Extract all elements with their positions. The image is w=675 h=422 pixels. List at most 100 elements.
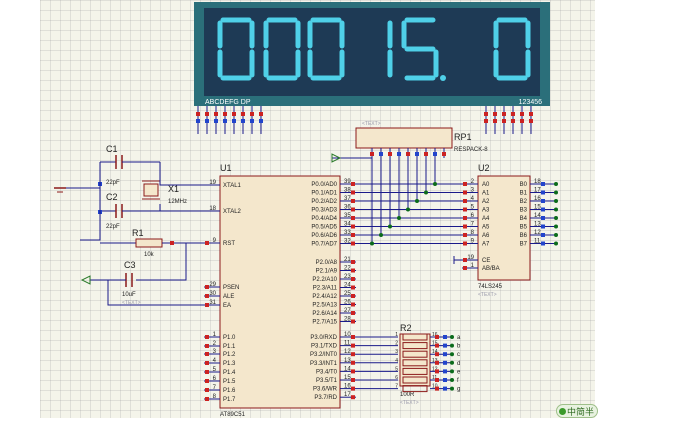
u2-pin-state: [463, 207, 467, 212]
u1-pin-state: [351, 311, 355, 315]
display-pin-state: [223, 112, 227, 116]
r2-resistor: [402, 359, 428, 367]
r2-net-label: a: [457, 335, 461, 341]
u2-pin-name: B3: [520, 208, 528, 214]
display-pin-state: [250, 112, 254, 116]
xtal1-wire: [159, 174, 204, 186]
u1-pin-number: 9: [213, 238, 217, 244]
u1-pin-state: [205, 361, 209, 365]
r2-net-label: f: [457, 378, 459, 384]
u1-pin-name: P1.6: [223, 388, 236, 394]
net-junction: [450, 352, 454, 357]
u1-pin-state: [351, 395, 355, 400]
u1-pin-number: 30: [209, 291, 216, 297]
r2-pin-state: [435, 369, 439, 374]
u2-pin-number: 18: [534, 179, 541, 185]
r2-pin-state: [443, 378, 447, 382]
u1-pin-name: P2.5/A13: [312, 303, 337, 309]
u1-body[interactable]: [219, 175, 341, 409]
r1-body[interactable]: [135, 238, 163, 248]
display-pin-state: [205, 119, 209, 123]
u1-pin-number: 39: [344, 179, 351, 185]
u1-pin-name: P1.2: [223, 352, 236, 358]
net-junction: [450, 343, 454, 348]
u2-pin-state: [541, 216, 545, 220]
net-junction: [554, 207, 558, 212]
u2-pin-state: [541, 199, 545, 203]
r2-ref: R2: [400, 323, 412, 333]
r2-pin-number: 14: [432, 349, 438, 355]
u1-pin-state: [351, 207, 355, 212]
u2-pin-name: B7: [520, 242, 528, 248]
u1-pin-number: 21: [344, 257, 351, 263]
u1-pin-number: 7: [213, 385, 217, 391]
net-junction: [379, 233, 383, 237]
r2-pin-state: [443, 335, 447, 339]
u1-pin-name: ALE: [223, 294, 234, 300]
c1-ref: C1: [106, 144, 118, 154]
leaf-icon: [559, 408, 566, 415]
c2-value: 22pF: [106, 224, 120, 230]
u1-pin-state: [351, 369, 355, 374]
u2-pin-state: [463, 182, 467, 186]
u2-pin-state: [541, 241, 545, 246]
u2-pin-name: CE: [482, 258, 490, 264]
u1-pin-number: 4: [213, 358, 217, 364]
u1-pin-state: [205, 388, 209, 392]
u1-pin-state: [351, 277, 355, 281]
u2-pin-number: 6: [471, 213, 475, 219]
u1-pin-name: P2.1/A9: [316, 269, 338, 275]
display-pin-state: [205, 112, 209, 116]
r2-pin-state: [443, 360, 447, 365]
net-junction: [554, 182, 558, 186]
u2-part: 74LS245: [478, 284, 503, 290]
rp1-pin-state: [433, 152, 437, 156]
u2-pin-name: A2: [482, 199, 490, 205]
r2-pin-number: 1: [395, 332, 398, 338]
x1-ref: X1: [168, 184, 179, 194]
u1-pin-name: P1.0: [223, 335, 236, 341]
u1-pin-name: EA: [223, 303, 231, 309]
u1-pin-number: 36: [344, 205, 351, 211]
u2-pin-number: 3: [471, 188, 475, 194]
rp1-text: <TEXT>: [362, 121, 381, 127]
display-pin-state: [259, 112, 263, 116]
u2-pin-state: [541, 190, 545, 195]
r2-pin-state: [443, 369, 447, 374]
u2-pin-state: [463, 241, 467, 246]
u1-pin-state: [351, 241, 355, 246]
u2-pin-number: 8: [471, 230, 475, 236]
u1-pin-name: P0.7/AD7: [311, 242, 337, 248]
u1-pin-state: [351, 224, 355, 229]
r2-pin-state: [435, 378, 439, 382]
power-arrow-icon: [331, 153, 342, 163]
u2-pin-state: [541, 207, 545, 212]
u1-pin-number: 28: [344, 317, 351, 323]
rp1-body[interactable]: [355, 127, 453, 149]
u1-pin-number: 10: [344, 332, 351, 338]
x1-body[interactable]: [143, 183, 159, 197]
r1-value: 10k: [144, 252, 155, 258]
u1-pin-number: 35: [344, 213, 351, 219]
display-pin-state: [196, 112, 200, 116]
u1-pin-name: P3.6/WR: [313, 387, 338, 393]
u1-pin-number: 31: [209, 300, 216, 306]
u2-body[interactable]: [477, 175, 531, 281]
u1-pin-number: 11: [344, 341, 351, 347]
ea-wire: [107, 280, 204, 306]
u1-pin-state: [351, 343, 355, 348]
u1-pin-name: XTAL2: [223, 209, 242, 215]
u1-pin-state: [205, 335, 209, 339]
u1-pin-number: 6: [213, 376, 217, 382]
r2-pin-number: 5: [395, 366, 398, 372]
u2-pin-number: 19: [467, 255, 474, 261]
u1-pin-name: P0.0/AD0: [311, 182, 337, 188]
u1-pin-state: [351, 199, 355, 203]
rp1-pin-state: [397, 152, 401, 156]
net-junction: [433, 182, 437, 186]
u2-pin-number: 12: [534, 230, 541, 236]
net-junction: [554, 190, 558, 195]
net-junction: [450, 360, 454, 365]
